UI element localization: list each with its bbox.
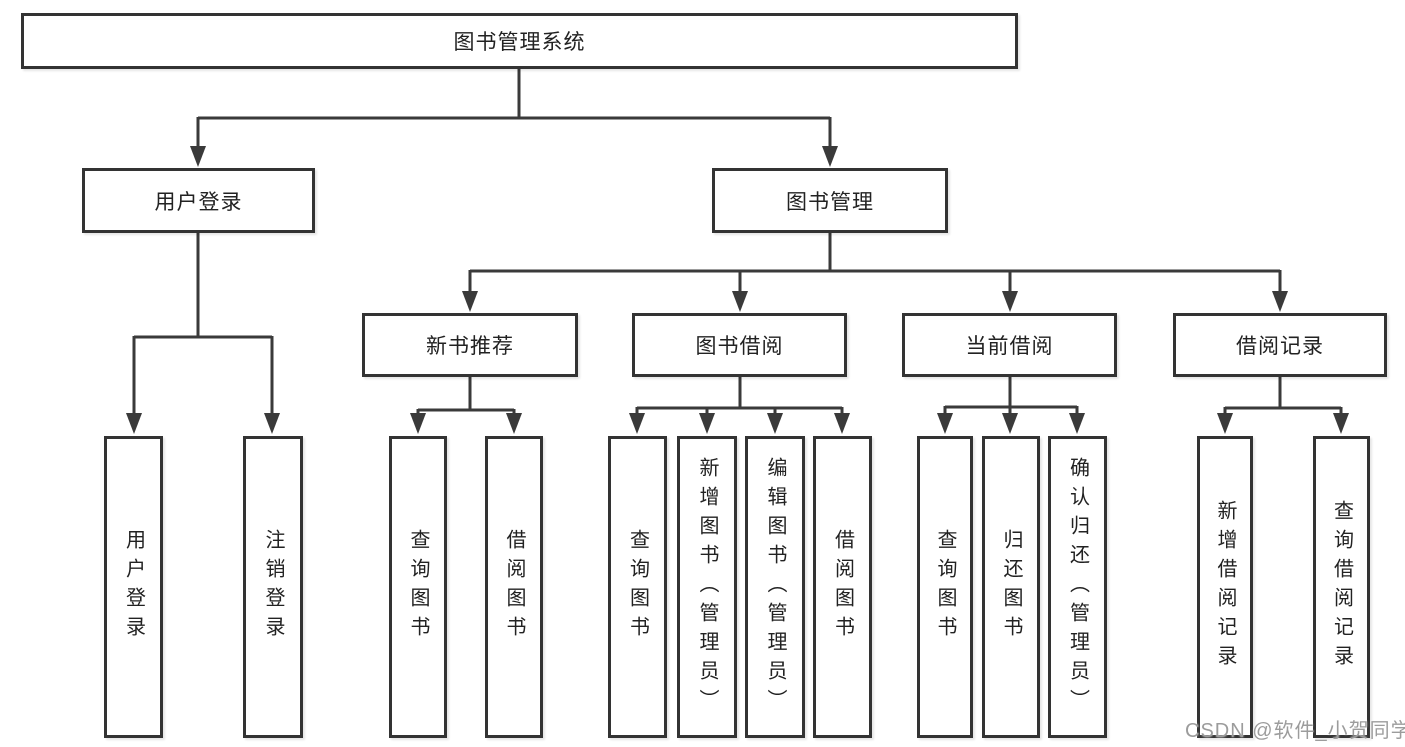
arrowhead-icon [937,413,953,434]
node-label: 注销登录 [262,529,284,645]
node-current-borrow: 当前借阅 [902,313,1117,377]
arrowhead-icon [1272,291,1288,312]
connector-book-borrow-to-leaves [629,377,850,434]
arrowhead-icon [1069,413,1085,434]
node-label: 借阅记录 [1236,335,1324,358]
node-borrow-records: 借阅记录 [1173,313,1387,377]
arrowhead-icon [834,413,850,434]
arrowhead-icon [1002,413,1018,434]
leaf-user-login: 用户登录 [104,436,163,738]
leaf-borrow-books-recommend: 借阅图书 [485,436,543,738]
leaf-add-borrow-record: 新增借阅记录 [1197,436,1253,738]
node-label: 当前借阅 [965,335,1054,358]
node-label: 借阅图书 [831,529,854,645]
node-label: 归还图书 [1000,529,1022,645]
node-label: 图书借阅 [695,335,784,358]
node-label: 查询借阅记录 [1330,500,1353,674]
node-label: 确认归还（管理员） [1066,456,1089,718]
arrowhead-icon [629,413,645,434]
node-label: 新增图书（管理员） [696,456,718,718]
arrowhead-icon [1002,291,1018,312]
connector-root-to-level2 [190,69,838,167]
leaf-add-book-admin: 新增图书（管理员） [677,436,737,738]
node-user-login: 用户登录 [82,168,315,233]
arrowhead-icon [767,413,783,434]
arrowhead-icon [699,413,715,434]
node-label: 图书管理 [786,190,874,214]
leaf-query-borrow-record: 查询借阅记录 [1313,436,1370,738]
node-label: 查询图书 [934,529,956,645]
connector-current-borrow-to-leaves [937,377,1085,434]
node-root: 图书管理系统 [21,13,1018,69]
leaf-confirm-return-admin: 确认归还（管理员） [1048,436,1107,738]
arrowhead-icon [506,413,522,434]
arrowhead-icon [732,291,748,312]
connector-borrow-records-to-leaves [1217,377,1349,434]
arrowhead-icon [462,291,478,312]
leaf-return-book: 归还图书 [982,436,1040,738]
arrowhead-icon [1217,413,1233,434]
arrowhead-icon [822,146,838,167]
node-label: 用户登录 [154,190,243,214]
arrowhead-icon [410,413,426,434]
node-label: 查询图书 [626,529,649,645]
node-book-borrow: 图书借阅 [632,313,847,377]
leaf-logout: 注销登录 [243,436,303,738]
leaf-edit-book-admin: 编辑图书（管理员） [745,436,805,738]
node-label: 新书推荐 [426,335,514,358]
arrowhead-icon [1333,413,1349,434]
node-book-management: 图书管理 [712,168,948,233]
node-new-book-recommend: 新书推荐 [362,313,578,377]
node-label: 借阅图书 [503,529,525,645]
connector-new-book-recommend-to-leaves [410,377,522,434]
leaf-query-books-current: 查询图书 [917,436,973,738]
connector-user-login-to-leaves [126,233,280,434]
connector-book-management-to-level3 [462,233,1288,312]
node-label: 查询图书 [407,529,429,645]
node-label: 图书管理系统 [453,31,586,54]
arrowhead-icon [190,146,206,167]
node-label: 新增借阅记录 [1214,500,1236,674]
csdn-watermark: CSDN @软件_小贺同学 [1185,720,1405,742]
node-label: 用户登录 [122,529,145,645]
arrowhead-icon [126,413,142,434]
leaf-query-books-recommend: 查询图书 [389,436,447,738]
node-label: 编辑图书（管理员） [764,456,786,718]
arrowhead-icon [264,413,280,434]
leaf-borrow-books: 借阅图书 [813,436,872,738]
leaf-query-books-borrow: 查询图书 [608,436,667,738]
